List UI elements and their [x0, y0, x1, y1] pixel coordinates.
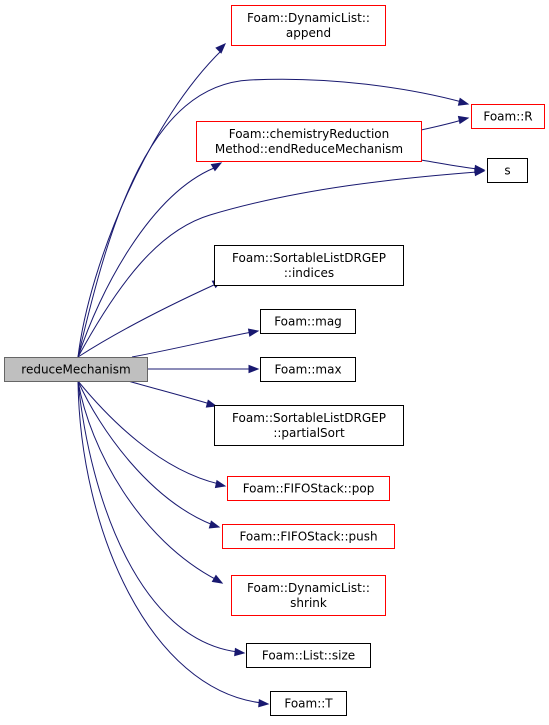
edge-root-to-T: [77, 380, 270, 708]
edge-line: [127, 380, 211, 405]
arrowhead-icon: [210, 162, 223, 172]
arrowhead-icon: [208, 520, 221, 529]
edge-line: [77, 380, 218, 581]
arrowhead-icon: [211, 574, 224, 584]
node-label-line: s: [504, 164, 510, 178]
edge-line: [77, 380, 239, 653]
edge-root-to-push: [77, 380, 221, 529]
arrowhead-icon: [457, 97, 470, 106]
edge-line: [131, 331, 253, 358]
node-label-line: ::indices: [284, 266, 334, 280]
edge-line: [77, 167, 215, 358]
node-box: [487, 158, 528, 183]
edge-root-to-endReduce: [77, 162, 223, 358]
edge-line: [77, 380, 263, 704]
arrowhead-icon: [205, 399, 218, 408]
arrowhead-icon: [474, 164, 486, 174]
edge-line: [77, 380, 220, 485]
edge-endReduce-to-s: [420, 159, 486, 174]
node-partialSort[interactable]: Foam::SortableListDRGEP::partialSort: [214, 405, 404, 446]
node-label-line: Foam::List::size: [262, 649, 355, 663]
arrowhead-icon: [234, 647, 246, 657]
edge-line: [420, 159, 479, 170]
arrowhead-icon: [214, 479, 227, 489]
node-box: [471, 104, 545, 129]
node-indices[interactable]: Foam::SortableListDRGEP::indices: [214, 245, 404, 286]
edge-root-to-mag: [131, 328, 260, 358]
node-label-line: Foam::R: [483, 110, 532, 124]
node-box: [260, 357, 356, 382]
node-box: [196, 121, 422, 162]
arrowhead-icon: [215, 43, 226, 54]
node-push[interactable]: Foam::FIFOStack::push: [222, 524, 395, 549]
arrowhead-icon: [248, 364, 260, 374]
node-label-line: append: [286, 26, 331, 40]
node-label-line: Foam::chemistryReduction: [229, 127, 390, 141]
node-box: [270, 691, 347, 716]
node-size[interactable]: Foam::List::size: [246, 643, 371, 668]
node-max[interactable]: Foam::max: [260, 357, 356, 382]
node-endReduce[interactable]: Foam::chemistryReductionMethod::endReduc…: [196, 121, 422, 162]
node-label-line: Foam::max: [274, 363, 341, 377]
node-append[interactable]: Foam::DynamicList::append: [231, 5, 386, 46]
node-label-line: Foam::FIFOStack::push: [239, 530, 377, 544]
arrowhead-icon: [247, 328, 260, 337]
edge-line: [77, 78, 463, 358]
node-label-line: ::partialSort: [273, 426, 345, 440]
edge-root-to-pop: [77, 380, 227, 489]
node-box: [231, 575, 386, 616]
edge-line: [420, 119, 463, 131]
edge-line: [77, 171, 478, 358]
node-label-line: Foam::SortableListDRGEP: [232, 251, 386, 265]
node-label-line: Method::endReduceMechanism: [215, 142, 403, 156]
node-pop[interactable]: Foam::FIFOStack::pop: [227, 476, 390, 501]
edge-root-to-append: [77, 43, 226, 358]
edge-line: [77, 380, 214, 526]
nodes-layer: reduceMechanismFoam::DynamicList::append…: [4, 5, 545, 716]
arrowhead-icon: [457, 115, 470, 125]
node-shrink[interactable]: Foam::DynamicList::shrink: [231, 575, 386, 616]
node-box: [260, 309, 356, 334]
node-box: [222, 524, 395, 549]
edge-root-to-size: [77, 380, 246, 657]
node-box: [246, 643, 371, 668]
edge-root-to-max: [147, 364, 260, 374]
node-label-line: Foam::mag: [274, 315, 342, 329]
edge-root-to-R: [77, 78, 470, 358]
node-box: [214, 245, 404, 286]
node-T[interactable]: Foam::T: [270, 691, 347, 716]
edge-root-to-partialSort: [127, 380, 218, 408]
node-box: [231, 5, 386, 46]
node-s[interactable]: s: [487, 158, 528, 183]
edge-line: [77, 283, 217, 358]
node-label-line: Foam::SortableListDRGEP: [232, 411, 386, 425]
edge-endReduce-to-R: [420, 115, 470, 131]
node-box: [4, 357, 148, 382]
node-mag[interactable]: Foam::mag: [260, 309, 356, 334]
node-label-line: Foam::FIFOStack::pop: [243, 482, 375, 496]
edge-root-to-shrink: [77, 380, 224, 584]
node-label-line: shrink: [290, 596, 327, 610]
edge-root-to-indices: [77, 279, 224, 358]
root-node[interactable]: reduceMechanism: [4, 357, 148, 382]
node-box: [227, 476, 390, 501]
arrowhead-icon: [258, 698, 270, 708]
node-box: [214, 405, 404, 446]
node-label-line: Foam::DynamicList::: [247, 11, 370, 25]
node-label-line: reduceMechanism: [21, 363, 130, 377]
node-R[interactable]: Foam::R: [471, 104, 545, 129]
node-label-line: Foam::T: [284, 697, 333, 711]
node-label-line: Foam::DynamicList::: [247, 581, 370, 595]
